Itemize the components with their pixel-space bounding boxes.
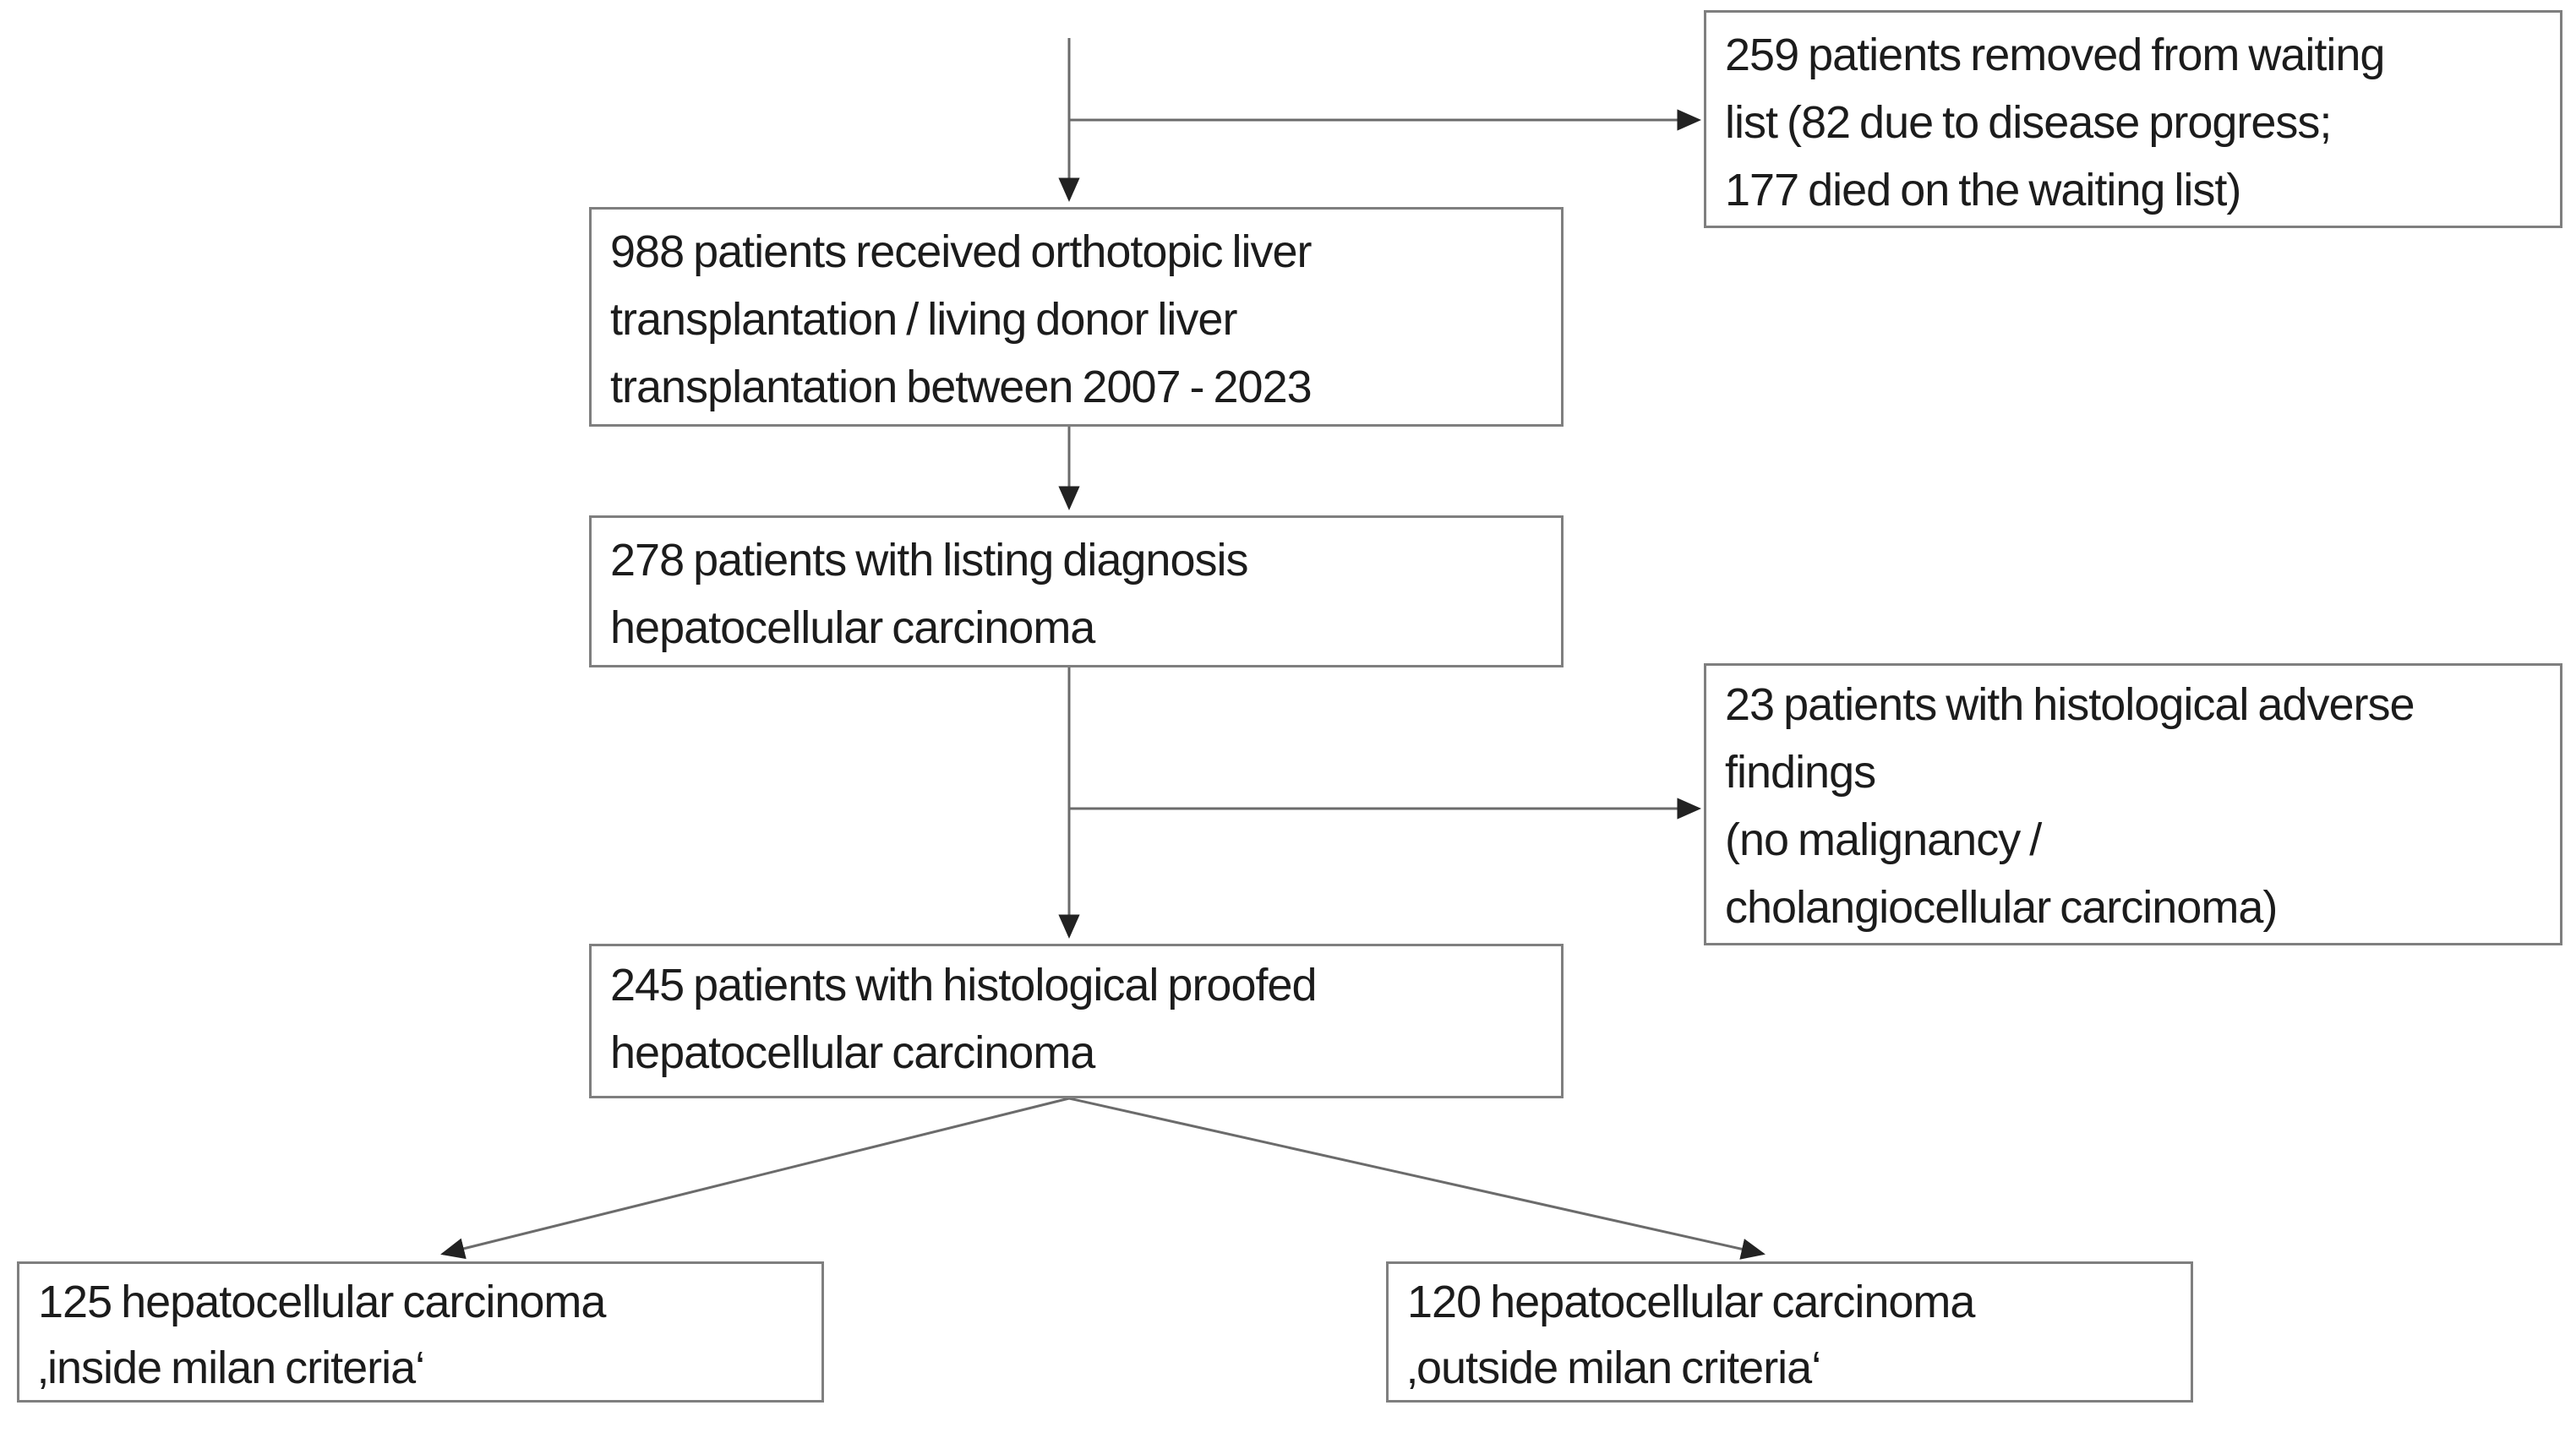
node-listing-diagnosis-hcc: 278 patients with listing diagnosis hepa… [589,515,1564,667]
node-received-transplantation: 988 patients received orthotopic liver t… [589,207,1564,427]
edge-proofed-to-outside-milan-line [1068,1097,1766,1260]
node-removed-from-waiting-list: 259 patients removed from waiting list (… [1704,10,2562,228]
edge-proofed-to-inside-milan-line [440,1097,1070,1260]
node-outside-milan-criteria: 120 hepatocellular carcinoma ‚outside mi… [1386,1261,2193,1403]
node-histological-adverse-findings: 23 patients with histological adverse fi… [1704,663,2562,945]
node-inside-milan-criteria: 125 hepatocellular carcinoma ‚inside mil… [17,1261,824,1403]
node-histological-proofed-hcc: 245 patients with histological proofed h… [589,944,1564,1098]
